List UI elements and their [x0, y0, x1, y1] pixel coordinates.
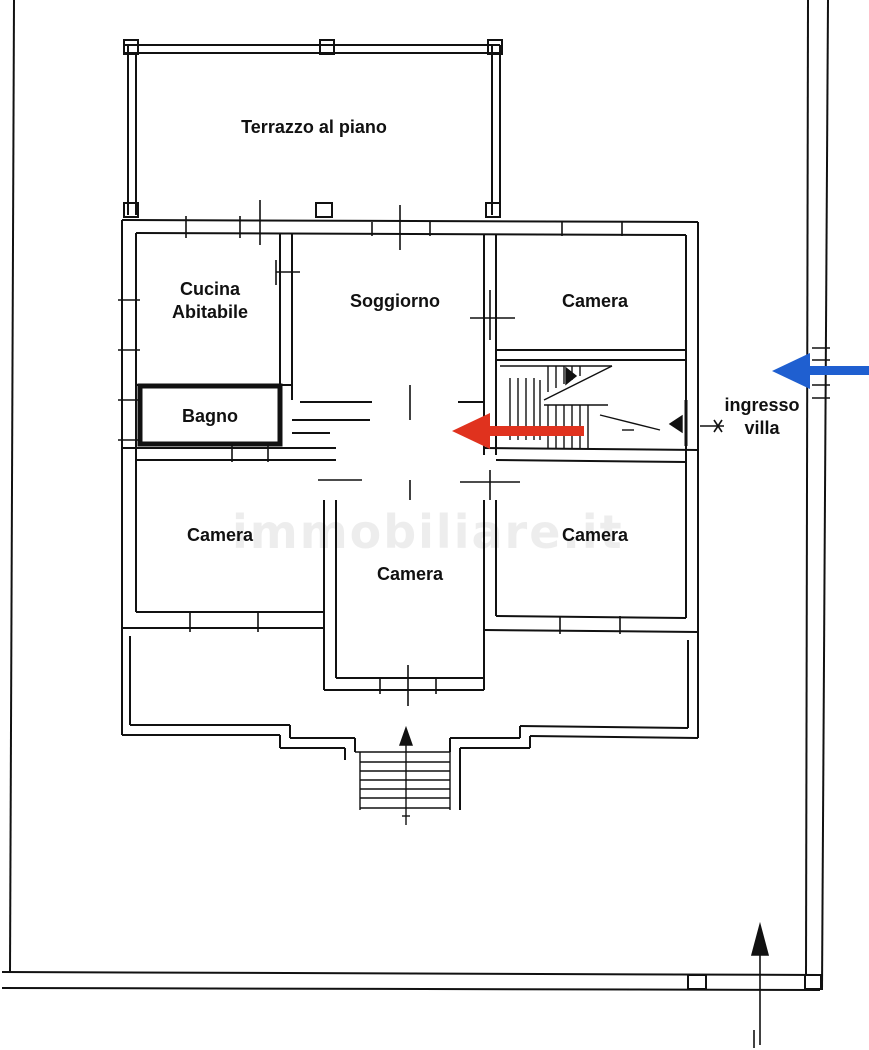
room-label-cucina-line1: Cucina: [179, 279, 240, 299]
blue-arrow: [772, 353, 869, 389]
entrance-label-line2: villa: [744, 418, 780, 438]
terrace-outline: [123, 39, 503, 218]
bagno-outline: [137, 383, 283, 447]
openings: [118, 200, 623, 706]
room-label-camera-sw: Camera: [186, 525, 254, 545]
red-arrow: [452, 413, 584, 449]
entrance-label: ingresso villa: [712, 394, 812, 440]
entry-marks: [700, 347, 830, 1048]
room-label-terrazzo: Terrazzo al piano: [241, 117, 387, 137]
interior-walls: [122, 233, 699, 463]
house-walls: [121, 219, 699, 691]
front-steps: [355, 725, 451, 825]
entrance-label-line1: ingresso: [724, 395, 800, 415]
watermark: immobiliare.it: [232, 505, 624, 559]
front-porch: [121, 628, 699, 810]
room-label-cucina-line2: Abitabile: [171, 302, 248, 322]
room-label-camera-se: Camera: [561, 525, 629, 545]
room-label-camera-ne: Camera: [561, 291, 629, 311]
room-label-camera-center: Camera: [376, 564, 444, 584]
room-label-bagno: Bagno: [182, 406, 238, 426]
room-label-soggiorno: Soggiorno: [350, 291, 440, 311]
room-label-cucina: Cucina Abitabile: [148, 278, 272, 324]
property-boundary: [1, 0, 829, 991]
